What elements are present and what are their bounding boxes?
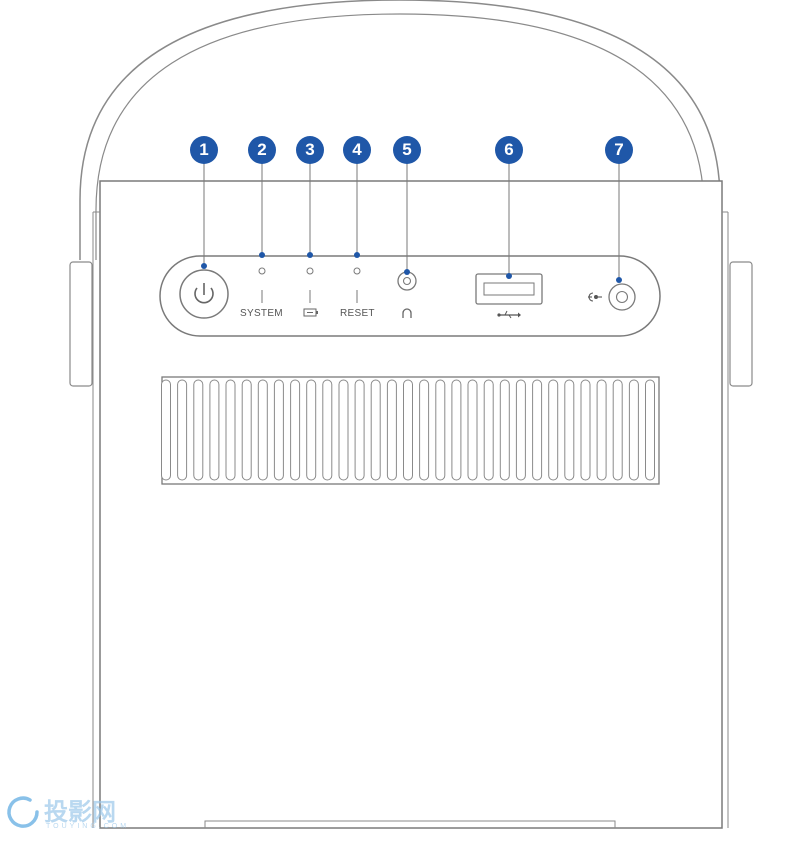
- vent-slot: [532, 379, 543, 481]
- vent-slot: [612, 379, 623, 481]
- vent-slot: [645, 379, 655, 481]
- vent-slot: [435, 379, 446, 481]
- callout-badge-6: [495, 136, 523, 164]
- right-hinge: [729, 261, 753, 387]
- vent-slot: [483, 379, 494, 481]
- vent-slot: [419, 379, 430, 481]
- callout-number-4: 4: [352, 140, 362, 159]
- callout-number-5: 5: [402, 140, 412, 159]
- callout-badges: [190, 136, 633, 164]
- power-icon: [194, 283, 214, 304]
- callout-number-1: 1: [199, 140, 209, 159]
- vent-slot: [273, 379, 284, 481]
- headphone-icon: [402, 308, 412, 318]
- vent-slot: [257, 379, 268, 481]
- vent-slot: [306, 379, 317, 481]
- system-led: [258, 267, 266, 275]
- handle-arch-inner: [95, 13, 705, 260]
- vent-slot: [515, 379, 526, 481]
- watermark-subtext: TOUYING.COM: [46, 823, 130, 830]
- vent-slot: [580, 379, 591, 481]
- callout-number-7: 7: [614, 140, 624, 159]
- reset-label: RESET: [340, 308, 375, 319]
- callout-badge-3: [296, 136, 324, 164]
- vent-slot: [193, 379, 204, 481]
- vent-slot: [403, 379, 413, 481]
- vent-slots: [161, 379, 655, 481]
- left-hinge: [69, 261, 93, 387]
- dc-in-icon: [588, 292, 602, 302]
- callout-badge-4: [343, 136, 371, 164]
- vent-slot: [161, 379, 171, 481]
- watermark-logo-icon: [7, 796, 39, 828]
- callout-badge-2: [248, 136, 276, 164]
- callout-number-2: 2: [257, 140, 267, 159]
- usb-icon: [497, 310, 521, 319]
- dc-power-jack[interactable]: [608, 283, 636, 311]
- vent-slot: [225, 379, 236, 481]
- vent-slot: [499, 379, 510, 481]
- vent-slot: [322, 379, 333, 481]
- vent-slot: [370, 379, 381, 481]
- vent-slot: [177, 379, 188, 481]
- vent-slot: [290, 379, 301, 481]
- reset-pinhole[interactable]: [353, 267, 361, 275]
- vent-slot: [354, 379, 365, 481]
- system-label: SYSTEM: [240, 308, 283, 319]
- vent-slot: [596, 379, 607, 481]
- callout-anchor-dots: [201, 252, 622, 283]
- callout-badge-7: [605, 136, 633, 164]
- vent-slot: [548, 379, 559, 481]
- vent-slot: [241, 379, 252, 481]
- vent-slot: [209, 379, 220, 481]
- callout-badge-1: [190, 136, 218, 164]
- handle-arch-outer: [79, 0, 721, 260]
- io-panel: [159, 255, 661, 337]
- base-foot: [204, 820, 616, 828]
- vent-slot: [386, 379, 397, 481]
- vent-slot: [451, 379, 462, 481]
- callout-lines: [203, 163, 620, 280]
- callout-number-6: 6: [504, 140, 514, 159]
- battery-icon: [303, 308, 318, 317]
- vent-slot: [467, 379, 478, 481]
- vent-slot: [338, 379, 349, 481]
- callout-badge-5: [393, 136, 421, 164]
- callout-number-3: 3: [305, 140, 315, 159]
- battery-led: [306, 267, 314, 275]
- vent-slot: [564, 379, 575, 481]
- vent-slot: [628, 379, 639, 481]
- watermark-text: 投影网: [44, 798, 116, 826]
